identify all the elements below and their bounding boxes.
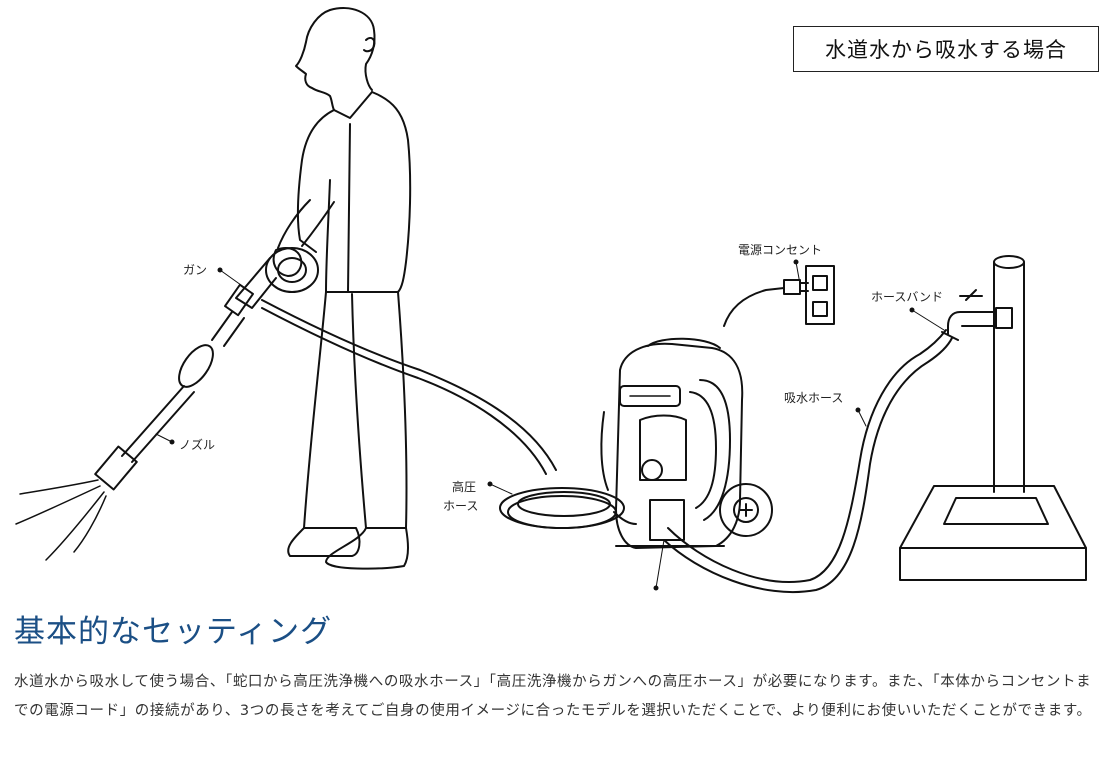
high-pressure-hose [261, 299, 637, 529]
section-heading: 基本的なセッティング [14, 614, 333, 650]
label-high-pressure-hose-1: 高圧 [452, 480, 477, 494]
spray-gun [94, 247, 319, 491]
water-spray [15, 479, 107, 561]
label-high-pressure-hose-2: ホース [443, 499, 479, 513]
person-figure [272, 7, 412, 570]
leader-lines [155, 259, 945, 591]
label-power-outlet: 電源コンセント [738, 243, 823, 257]
section-description: 水道水から吸水して使う場合、「蛇口から高圧洗浄機への吸水ホース」「高圧洗浄機から… [14, 674, 1092, 719]
power-outlet [723, 265, 835, 327]
label-intake-hose: 吸水ホース [784, 391, 844, 405]
faucet-post [899, 255, 1087, 581]
setup-illustration [15, 7, 1087, 594]
label-hose-band: ホースバンド [871, 290, 944, 304]
diagram-title: 水道水から吸水する場合 [793, 26, 1099, 72]
intake-hose [663, 329, 953, 594]
label-nozzle: ノズル [179, 438, 216, 452]
label-gun: ガン [183, 263, 208, 277]
pressure-washer [600, 337, 773, 549]
